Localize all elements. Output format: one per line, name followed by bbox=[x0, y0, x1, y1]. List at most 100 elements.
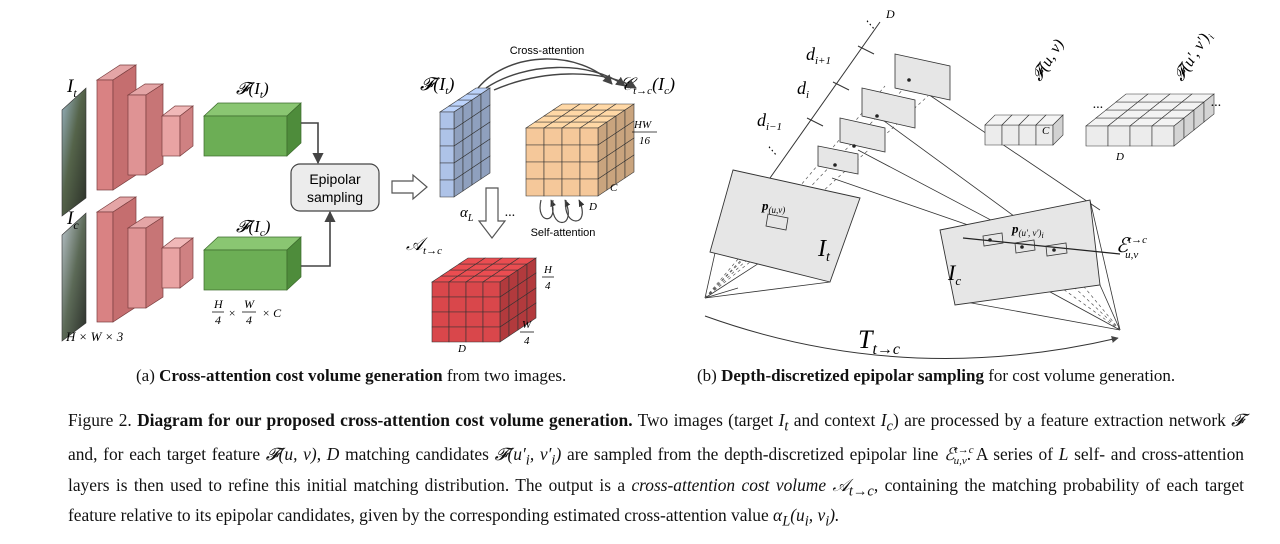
svg-text:⋮: ⋮ bbox=[860, 16, 878, 34]
cube-cell-front bbox=[439, 128, 455, 147]
label-feature-context: 𝓕(Ic) bbox=[236, 217, 271, 239]
cube-cell-front bbox=[561, 161, 581, 180]
block-cell-side bbox=[1203, 93, 1215, 123]
cube-cell-front bbox=[579, 161, 599, 180]
feature-vector-target bbox=[984, 114, 1064, 146]
vector-cell-front bbox=[1018, 124, 1037, 146]
panel-b: D ⋮ di+1 di di−1 ⋮ bbox=[704, 7, 1222, 359]
cube-cell-front bbox=[448, 296, 467, 313]
cube-cell-front bbox=[465, 311, 484, 328]
svg-text:W: W bbox=[244, 297, 255, 311]
cube-cell-front bbox=[579, 127, 599, 146]
label-cross-attention: Cross-attention bbox=[510, 45, 585, 57]
label-depth-axis: D bbox=[885, 7, 895, 21]
cube-cell-front bbox=[431, 326, 450, 343]
cube-cell-front bbox=[561, 127, 581, 146]
label-input-dims: H × W × 3 bbox=[65, 329, 124, 344]
cube-cell-front bbox=[482, 281, 501, 298]
subcaption-a: (a) Cross-attention cost volume generati… bbox=[136, 366, 567, 385]
cube-cell-front bbox=[543, 178, 563, 197]
hollow-arrow bbox=[391, 173, 428, 201]
self-attention-loops bbox=[539, 199, 585, 224]
svg-text:Epipolar: Epipolar bbox=[309, 171, 361, 187]
cube-cell-front bbox=[561, 178, 581, 197]
svg-text:4: 4 bbox=[246, 313, 252, 327]
label-feature-dims: H 4 × W 4 × C bbox=[212, 297, 282, 327]
cross-attention-arrows bbox=[477, 58, 637, 91]
cube-cell-front bbox=[439, 111, 455, 130]
label-context-cube: 𝒞t→c(Ic) bbox=[620, 74, 675, 97]
cube-cell-front bbox=[543, 127, 563, 146]
svg-text:W: W bbox=[522, 319, 532, 331]
input-image-target bbox=[61, 87, 87, 217]
label-query-feature: 𝓕(It) bbox=[420, 74, 454, 97]
label-out-w: W 4 bbox=[520, 319, 534, 347]
transform-arrow bbox=[704, 315, 1119, 359]
label-alpha: αL bbox=[460, 205, 474, 224]
cube-cell-front bbox=[482, 326, 501, 343]
figure-caption: Figure 2. Diagram for our proposed cross… bbox=[68, 410, 1245, 530]
cube-cell-front bbox=[525, 161, 545, 180]
svg-text:4: 4 bbox=[215, 313, 221, 327]
label-image-context: Ic bbox=[947, 260, 961, 288]
cube-cell-front bbox=[482, 311, 501, 328]
hollow-down-arrow bbox=[477, 187, 507, 239]
label-c-vec: C bbox=[1042, 125, 1050, 137]
block-cell-front bbox=[1151, 125, 1175, 147]
label-transform: Tt→c bbox=[858, 325, 900, 358]
cube-cell-side bbox=[624, 154, 635, 179]
cube-cell-front bbox=[579, 144, 599, 163]
label-attention-volume: 𝒜t→c bbox=[406, 234, 442, 257]
depth-planes bbox=[817, 53, 951, 175]
cube-cell-front bbox=[431, 296, 450, 313]
label-d-dim: D bbox=[588, 201, 597, 213]
label-d-block: D bbox=[1115, 151, 1124, 163]
cube-cell-front bbox=[465, 326, 484, 343]
query-feature-cube bbox=[439, 87, 491, 198]
context-cost-cube bbox=[525, 103, 635, 197]
block-cell-front bbox=[1129, 125, 1153, 147]
svg-text:H: H bbox=[213, 297, 224, 311]
label-input-context: Ic bbox=[66, 208, 79, 232]
svg-text:16: 16 bbox=[639, 135, 651, 147]
encoder-context bbox=[61, 196, 302, 342]
vector-cell-front bbox=[984, 124, 1003, 146]
label-dots-left: ... bbox=[1093, 97, 1104, 112]
block-cell-front bbox=[1085, 125, 1109, 147]
label-dots-right: ... bbox=[1211, 95, 1222, 110]
cube-cell-front bbox=[525, 178, 545, 197]
label-input-target: It bbox=[66, 76, 77, 100]
encoder-target bbox=[61, 64, 302, 217]
svg-text:4: 4 bbox=[545, 280, 551, 292]
block-cell-front bbox=[1107, 125, 1131, 147]
svg-text:HW: HW bbox=[633, 119, 652, 131]
svg-text:⋮: ⋮ bbox=[762, 142, 780, 160]
panel-a: It Ic 𝓕(It) 𝓕(Ic) H × W × 3 H 4 × W 4 × … bbox=[61, 45, 675, 355]
epipolar-sampling-box: Epipolar sampling bbox=[290, 163, 380, 212]
image-plane-target bbox=[709, 169, 861, 283]
svg-text:×: × bbox=[228, 306, 236, 320]
cube-cell-side bbox=[480, 155, 491, 180]
label-d-ip1: di+1 bbox=[806, 44, 831, 67]
svg-text:× C: × C bbox=[262, 306, 282, 320]
label-f-uv-prime: 𝓕(u′, v′)i bbox=[1171, 28, 1217, 86]
cube-cell-front bbox=[465, 296, 484, 313]
cube-cell-front bbox=[439, 145, 455, 164]
label-hw16: HW 16 bbox=[632, 119, 657, 147]
cube-cell-front bbox=[543, 161, 563, 180]
cube-cell-front bbox=[561, 144, 581, 163]
svg-text:H: H bbox=[543, 264, 553, 276]
label-image-target: It bbox=[817, 236, 831, 265]
label-feature-target: 𝓕(It) bbox=[236, 79, 269, 101]
label-p-uv: p(u,v) bbox=[761, 198, 785, 215]
label-out-d: D bbox=[457, 343, 466, 355]
output-attention-cube bbox=[431, 257, 537, 343]
vector-cell-front bbox=[1001, 124, 1020, 146]
cube-cell-front bbox=[431, 311, 450, 328]
subcaption-b: (b) Depth-discretized epipolar sampling … bbox=[697, 366, 1176, 385]
figure-diagram: It Ic 𝓕(It) 𝓕(Ic) H × W × 3 H 4 × W 4 × … bbox=[61, 7, 1222, 359]
cube-cell-front bbox=[448, 326, 467, 343]
vector-cell-side bbox=[1052, 114, 1064, 146]
label-c-dim: C bbox=[610, 182, 618, 194]
